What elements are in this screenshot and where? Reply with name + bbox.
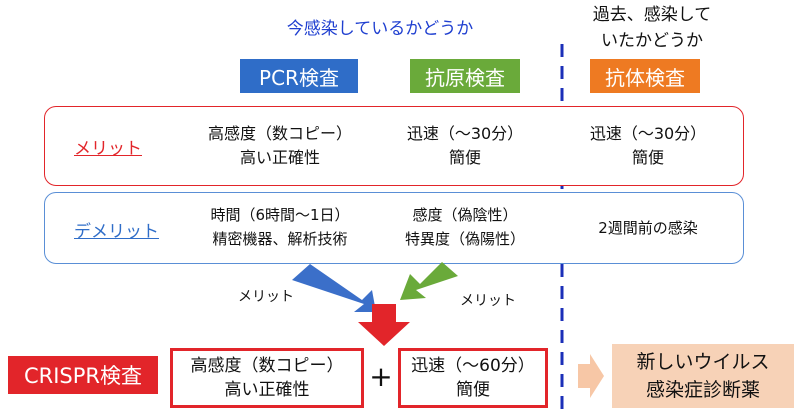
demerit-antigen-line2: 特異度（偽陽性） bbox=[404, 230, 525, 248]
demerit-antigen-cell: 感度（偽陰性） 特異度（偽陽性） bbox=[380, 203, 550, 251]
demerit-row-label: デメリット bbox=[74, 222, 159, 242]
demerit-row-panel bbox=[44, 192, 744, 264]
new-virus-diagnostic-box: 新しいウイルス 感染症診断薬 bbox=[612, 344, 794, 408]
current-infection-heading: 今感染しているかどうか bbox=[286, 19, 474, 39]
crispr-right-line1: 迅速（～60分） bbox=[411, 356, 535, 376]
merit-antigen-cell: 迅速（～30分） 簡便 bbox=[380, 122, 550, 170]
crispr-right-line2: 簡便 bbox=[456, 380, 490, 400]
blue-arrow bbox=[292, 264, 376, 312]
demerit-pcr-line1: 時間（6時間～1日） bbox=[210, 206, 350, 224]
crispr-test-tag: CRISPR検査 bbox=[8, 356, 158, 394]
crispr-left-line2: 高い正確性 bbox=[224, 380, 310, 400]
demerit-pcr-cell: 時間（6時間～1日） 精密機器、解析技術 bbox=[180, 203, 380, 251]
merit-pcr-cell: 高感度（数コピー） 高い正確性 bbox=[180, 122, 380, 170]
crispr-speed-box: 迅速（～60分） 簡便 bbox=[398, 348, 548, 408]
merit-antigen-line2: 簡便 bbox=[448, 148, 481, 167]
future-line1: 新しいウイルス bbox=[636, 351, 770, 373]
red-down-arrow bbox=[358, 304, 410, 346]
orange-right-arrow bbox=[578, 354, 604, 398]
past-infection-line2: いたかどうか bbox=[601, 31, 703, 51]
right-merit-arrow-label: メリット bbox=[460, 293, 516, 309]
demerit-antigen-line1: 感度（偽陰性） bbox=[412, 206, 518, 224]
merit-antibody-line2: 簡便 bbox=[631, 148, 664, 167]
future-line2: 感染症診断薬 bbox=[645, 379, 760, 401]
crispr-left-line1: 高感度（数コピー） bbox=[190, 356, 344, 376]
past-infection-line1: 過去、感染して bbox=[592, 5, 712, 25]
merit-row-panel bbox=[44, 106, 744, 186]
merit-pcr-line1: 高感度（数コピー） bbox=[207, 124, 352, 143]
green-arrow bbox=[400, 262, 458, 300]
demerit-antibody-cell: 2週間前の感染 bbox=[598, 219, 698, 237]
pcr-test-tag: PCR検査 bbox=[240, 59, 358, 93]
merit-antigen-line1: 迅速（～30分） bbox=[406, 124, 524, 143]
demerit-pcr-line2: 精密機器、解析技術 bbox=[212, 230, 348, 248]
plus-sign: + bbox=[369, 360, 393, 393]
merit-antibody-cell: 迅速（～30分） 簡便 bbox=[568, 122, 728, 170]
left-merit-arrow-label: メリット bbox=[238, 289, 294, 305]
antibody-test-tag: 抗体検査 bbox=[590, 59, 700, 93]
merit-row-label: メリット bbox=[74, 139, 142, 159]
crispr-sensitivity-box: 高感度（数コピー） 高い正確性 bbox=[170, 348, 364, 408]
past-infection-heading: 過去、感染して いたかどうか bbox=[572, 2, 732, 54]
merit-pcr-line2: 高い正確性 bbox=[239, 148, 320, 167]
antigen-test-tag: 抗原検査 bbox=[410, 59, 520, 93]
merit-antibody-line1: 迅速（～30分） bbox=[589, 124, 707, 143]
